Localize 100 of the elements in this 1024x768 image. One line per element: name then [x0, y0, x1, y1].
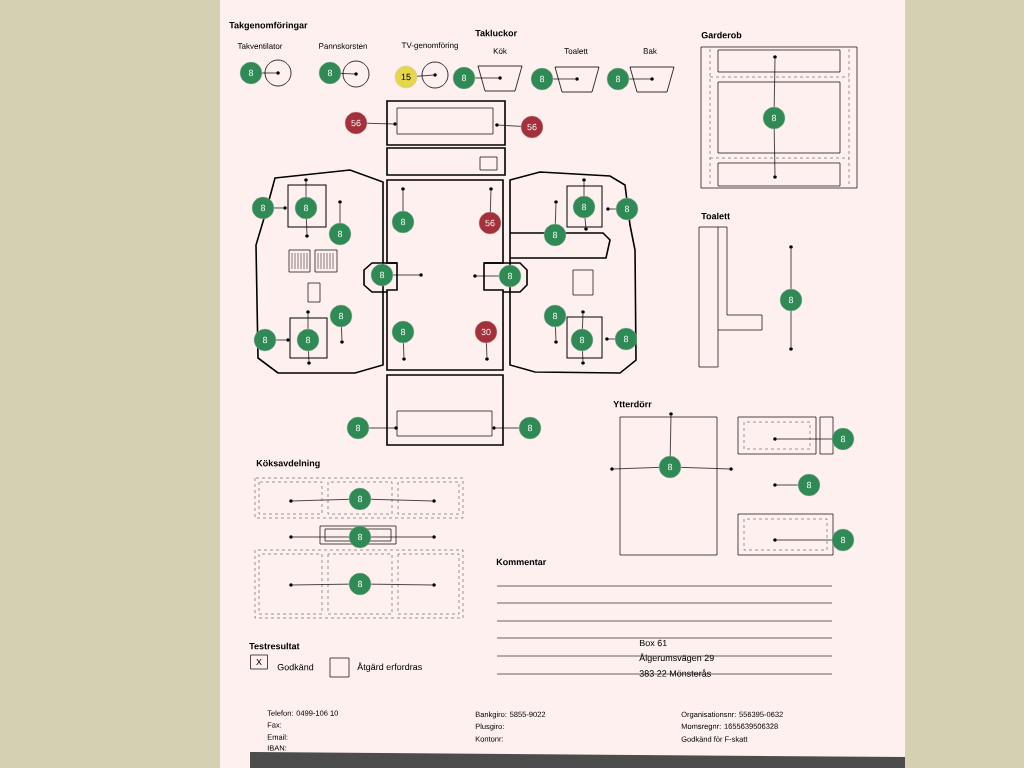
address-line: 383 22 Mönsterås [639, 669, 711, 677]
reading-badge: 8 [831, 528, 855, 552]
reading-badge: 8 [329, 304, 353, 328]
leader-line [613, 467, 660, 470]
measuring-point [495, 123, 499, 127]
measuring-point [773, 437, 777, 441]
symbol-label: Takventilator [237, 43, 283, 49]
leader-line [416, 74, 434, 77]
symbol-label: Kök [493, 48, 507, 54]
measuring-point [354, 72, 358, 76]
leader-line [306, 218, 308, 235]
measuring-point [773, 538, 777, 542]
measuring-point [605, 337, 609, 341]
leader-line [776, 484, 799, 486]
measuring-point [473, 274, 477, 278]
reading-badge: 8 [518, 416, 542, 440]
leader-line [609, 208, 617, 210]
measuring-point [789, 245, 793, 249]
leader-line [790, 248, 792, 290]
measuring-point [606, 207, 610, 211]
measuring-point [276, 71, 280, 75]
measuring-point [554, 340, 558, 344]
reading-badge: 8 [348, 525, 372, 549]
option-label: Åtgärd erfordras [357, 662, 422, 672]
reading-badge: 8 [346, 416, 370, 440]
measuring-point [432, 499, 436, 503]
measuring-point [289, 583, 293, 587]
leader-line [392, 274, 420, 276]
leader-line [773, 58, 776, 108]
reading-badge: 8 [348, 487, 372, 511]
address-line: Box 61 [639, 639, 667, 647]
leader-line [476, 275, 500, 277]
leader-line [776, 438, 833, 440]
leader-line [552, 78, 576, 80]
leader-line [773, 128, 776, 176]
measuring-point [289, 535, 293, 539]
reading-badge: 8 [318, 61, 342, 85]
measuring-point [773, 55, 777, 59]
leader-line [498, 124, 522, 127]
leader-line [403, 342, 405, 358]
leader-line [370, 583, 433, 586]
section-heading: Toalett [701, 212, 730, 220]
measuring-point [394, 426, 398, 430]
leader-line [669, 415, 672, 457]
reading-badge: 8 [543, 304, 567, 328]
measuring-point [581, 361, 585, 365]
reading-badge: 8 [348, 572, 372, 596]
section-heading: Takluckor [475, 29, 517, 37]
leader-line [474, 77, 499, 79]
measuring-point [669, 412, 673, 416]
measuring-point [489, 187, 493, 191]
symbol-label: TV-genomföring [401, 42, 458, 50]
measuring-point [401, 187, 405, 191]
leader-line [261, 72, 277, 74]
measuring-point [492, 426, 496, 430]
leader-line [370, 498, 433, 502]
section-heading: Ytterdörr [613, 400, 652, 408]
symbol-label: Toalett [564, 48, 588, 54]
leader-line [292, 498, 350, 502]
reading-badge: 8 [498, 264, 522, 288]
reading-badge: 8 [328, 222, 352, 246]
leader-line [292, 536, 350, 538]
leader-line [366, 122, 394, 125]
reading-badge: 8 [370, 263, 394, 287]
leader-line [495, 427, 520, 429]
measuring-point [289, 499, 293, 503]
section-heading: Garderob [701, 31, 742, 39]
measuring-point [554, 200, 558, 204]
section-heading: Testresultat [249, 642, 300, 650]
measuring-point [307, 361, 311, 365]
measuring-point [393, 122, 397, 126]
leader-line [339, 203, 341, 224]
leader-line [583, 181, 585, 197]
measuring-point [306, 310, 310, 314]
reading-badge: 8 [779, 288, 803, 312]
reading-badge: 8 [615, 197, 639, 221]
section-heading: Takgenomföringar [229, 21, 308, 31]
measuring-point [610, 467, 614, 471]
leader-line [584, 217, 587, 228]
reading-badge: 8 [762, 106, 786, 130]
measuring-point [650, 77, 654, 81]
reading-badge: 8 [251, 196, 275, 220]
leader-line [308, 350, 310, 362]
measuring-point [283, 206, 287, 210]
leader-line [370, 536, 433, 538]
measuring-point [789, 347, 793, 351]
reading-badge: 8 [253, 328, 277, 352]
leader-line [555, 203, 557, 225]
measuring-point [729, 467, 733, 471]
measuring-point [338, 200, 342, 204]
leader-line [368, 427, 395, 429]
leader-line [790, 310, 792, 348]
measuring-point [575, 77, 579, 81]
leader-line [608, 338, 616, 340]
leader-line [628, 78, 651, 80]
section-heading: Köksavdelning [256, 459, 320, 469]
reading-badge: 8 [614, 327, 638, 351]
reading-badge: 56 [520, 115, 544, 139]
address-line: Ålgerumsvägen 29 [639, 653, 714, 663]
reading-badge: 8 [296, 328, 320, 352]
